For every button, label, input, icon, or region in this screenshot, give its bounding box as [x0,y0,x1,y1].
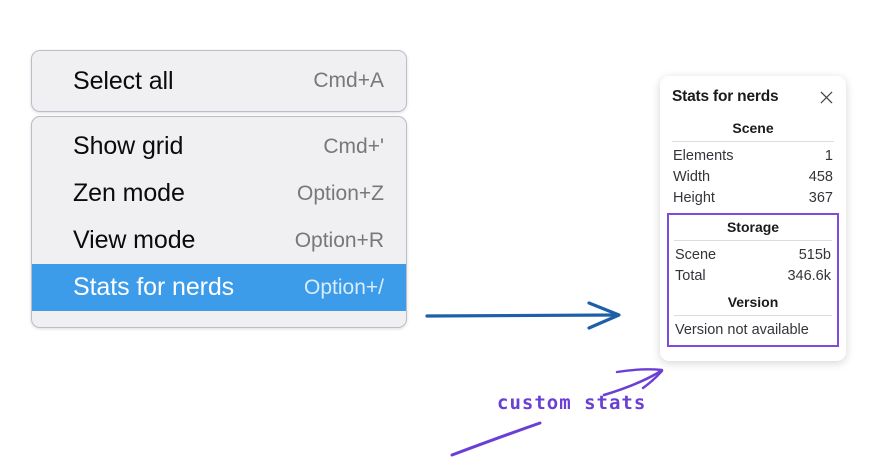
purple-underline-annotation [450,421,542,457]
section-divider [672,141,834,142]
stats-panel-header: Stats for nerds [672,88,834,106]
menu-item-select-all[interactable]: Select all Cmd+A [32,51,406,111]
blue-arrow-annotation [425,301,621,330]
menu-item-label: Select all [73,66,174,95]
menu-item-shortcut: Cmd+' [323,134,384,158]
menu-item-shortcut: Option+R [294,228,384,252]
stat-value: 515b [798,246,831,263]
menu-item-label: View mode [73,226,196,254]
menu-item-shortcut: Option+Z [297,181,384,205]
stats-for-nerds-panel: Stats for nerds Scene Elements 1 Width 4… [660,76,846,361]
version-value: Version not available [675,322,809,338]
menu-item-show-grid[interactable]: Show grid Cmd+' [32,123,406,170]
stat-row-storage-total: Total 346.6k [674,265,832,286]
section-title-version: Version [727,294,779,310]
stat-row-height: Height 367 [672,187,834,208]
stats-section-scene: Scene Elements 1 Width 458 Height 367 [672,120,834,208]
stat-label: Height [673,189,715,206]
menu-item-label: Zen mode [73,179,185,207]
section-divider [674,240,832,241]
section-title-scene: Scene [732,120,774,136]
stats-panel-title: Stats for nerds [672,88,779,105]
menu-item-view-mode[interactable]: View mode Option+R [32,217,406,264]
section-divider [674,315,832,316]
stat-value: 458 [808,168,833,185]
menu-item-shortcut: Cmd+A [313,69,384,92]
stat-value: 367 [808,189,833,206]
section-title-storage: Storage [726,219,780,235]
stat-row-storage-scene: Scene 515b [674,244,832,265]
stat-label: Total [675,267,706,284]
stat-value: 1 [824,147,833,164]
menu-item-shortcut: Option+/ [304,275,384,299]
context-menu-group-2: Show grid Cmd+' Zen mode Option+Z View m… [31,116,407,328]
menu-item-label: Show grid [73,132,184,160]
stat-label: Width [673,168,711,185]
stat-row-width: Width 458 [672,166,834,187]
annotation-note-custom-stats: custom stats [497,392,647,414]
stat-row-elements: Elements 1 [672,145,834,166]
context-menu-group-1: Select all Cmd+A [31,50,407,112]
stat-label: Elements [673,147,734,164]
custom-stats-highlight-box: Storage Scene 515b Total 346.6k Version … [667,213,839,347]
stats-section-version: Version Version not available [674,286,832,341]
menu-item-stats-for-nerds[interactable]: Stats for nerds Option+/ [32,264,406,311]
close-icon[interactable] [819,90,834,105]
stat-value: 346.6k [787,267,831,284]
context-menu: Select all Cmd+A Show grid Cmd+' Zen mod… [31,50,407,328]
stats-section-storage: Storage Scene 515b Total 346.6k [674,219,832,286]
menu-item-label: Stats for nerds [73,273,235,301]
menu-item-zen-mode[interactable]: Zen mode Option+Z [32,170,406,217]
stat-label: Scene [675,246,717,263]
